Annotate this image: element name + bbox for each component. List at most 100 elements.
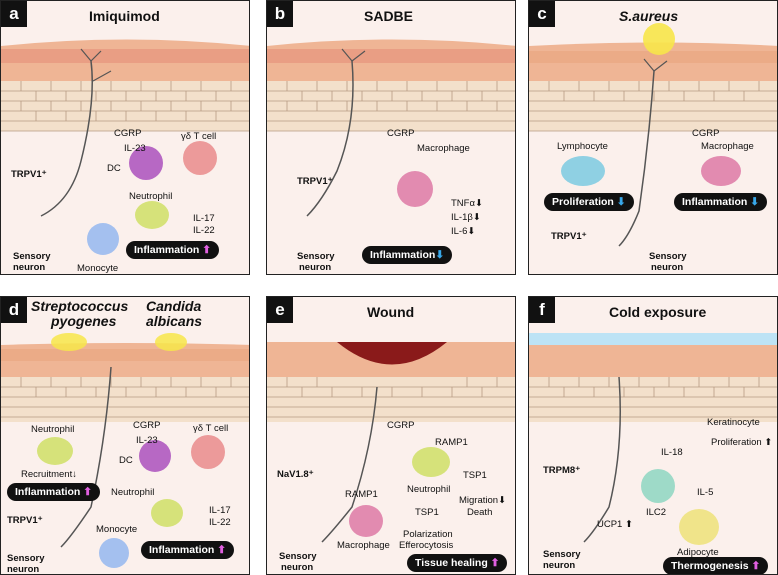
sensory-label: Sensory (13, 251, 51, 262)
panel-title: Imiquimod (89, 8, 160, 24)
neuron-label: neuron (281, 562, 314, 573)
proliferation-badge: Proliferation ⬇ (544, 193, 634, 211)
cgrp-label: CGRP (387, 420, 415, 431)
skin-illustration (267, 342, 515, 543)
lymphocyte-label: Lymphocyte (557, 141, 608, 152)
gdt-label: γδ T cell (181, 131, 217, 142)
sensory-label: Sensory (649, 251, 687, 262)
down-arrow-icon: ⬇ (750, 196, 760, 208)
inflammation-text: Inflammation (370, 249, 436, 261)
neutrophil-label: Neutrophil (129, 191, 173, 202)
monocyte-label: Monocyte (77, 263, 119, 274)
macrophage-label: Macrophage (337, 540, 390, 551)
inflammation-badge: Inflammation⬇ (362, 246, 453, 264)
panel-e: e Wound CGRP RAMP1 TSP1 NaV1.8⁺ Neutroph… (266, 296, 516, 575)
gd-t-cell (183, 141, 217, 175)
il23-label: IL-23 (124, 143, 146, 154)
sensory-label: Sensory (297, 251, 335, 262)
trpv1-label: TRPV1⁺ (11, 169, 47, 180)
macrophage-label: Macrophage (417, 143, 470, 154)
thermogenesis-badge: Thermogenesis ⬆ (663, 557, 769, 574)
down-arrow-icon: ⬇ (616, 196, 626, 208)
macrophage-cell (397, 171, 433, 207)
skin-illustration (529, 333, 777, 543)
ramp1-label-2: RAMP1 (345, 489, 378, 500)
neuron-label: neuron (651, 262, 684, 273)
death-label: Death (467, 507, 493, 518)
inflammation-text: Inflammation (134, 244, 200, 256)
sensory-label: Sensory (7, 553, 45, 564)
monocyte-cell (87, 223, 119, 255)
neuron-label: neuron (299, 262, 332, 273)
up-arrow-icon: ⬆ (751, 560, 761, 572)
trpv1-label: TRPV1⁺ (551, 231, 587, 242)
trpv1-label: TRPV1⁺ (7, 515, 43, 526)
neutrophil-cell (412, 447, 450, 477)
trpm8-label: TRPM8⁺ (543, 465, 581, 476)
sensory-label: Sensory (279, 551, 317, 562)
neutrophil-cell (37, 437, 73, 465)
up-arrow-icon: ⬆ (202, 244, 212, 256)
il22-label: IL-22 (209, 517, 231, 528)
macrophage-cell (349, 505, 383, 537)
macrophage-cell (701, 156, 741, 186)
tnfa-label: TNFα⬇ (451, 198, 483, 209)
nav18-label: NaV1.8⁺ (277, 469, 314, 480)
panel-b: b SADBE CGRP Macrophage TRPV1⁺ TNFα⬇ IL-… (266, 0, 516, 275)
up-arrow-icon: ⬆ (217, 544, 227, 556)
dc-label: DC (119, 455, 133, 466)
panel-letter: f (529, 297, 555, 323)
panel-a: a Imiquimod CGRP IL-23 DC γδ T cell TRPV… (0, 0, 250, 275)
panel-title: S.aureus (619, 8, 679, 24)
il17-label: IL-17 (209, 505, 231, 516)
ramp1-label-1: RAMP1 (435, 437, 468, 448)
macrophage-label: Macrophage (701, 141, 754, 152)
up-arrow-icon: ⬆ (490, 557, 500, 569)
tsp1-label-2: TSP1 (415, 507, 439, 518)
migration-label: Migration⬇ (459, 495, 507, 506)
trpv1-label: TRPV1⁺ (297, 176, 333, 187)
gdt-label: γδ T cell (193, 423, 229, 434)
dc-label: DC (107, 163, 121, 174)
dendritic-cell (139, 440, 171, 472)
neutrophil-label: Neutrophil (407, 484, 451, 495)
monocyte-label: Monocyte (96, 524, 138, 535)
adipocyte-cell (679, 509, 719, 545)
skin-illustration (1, 39, 249, 217)
panel-title: Cold exposure (609, 304, 707, 320)
proliferation-text: Proliferation (552, 196, 614, 208)
ilc2-label: ILC2 (646, 507, 667, 518)
tsp1-label-1: TSP1 (463, 470, 487, 481)
down-arrow-icon: ⬇ (435, 249, 445, 261)
up-arrow-icon: ⬆ (83, 486, 93, 498)
polarization-label: Polarization (403, 529, 453, 540)
neutrophil-label-2: Neutrophil (111, 487, 155, 498)
il23-label: IL-23 (136, 435, 158, 446)
ilc2-cell (641, 469, 675, 503)
cgrp-label: CGRP (114, 128, 142, 139)
neutrophil-label: Neutrophil (31, 424, 75, 435)
il6-label: IL-6⬇ (451, 226, 476, 237)
panel-f: f Cold exposure IL-18 Keratinocyte Proli… (528, 296, 778, 575)
neuron-label: neuron (7, 564, 40, 575)
panel-letter: d (1, 297, 27, 323)
sensory-label: Sensory (543, 549, 581, 560)
ucp1-label: UCP1 ⬆ (597, 519, 633, 530)
proliferation-label: Proliferation ⬆ (711, 437, 773, 448)
il17-label: IL-17 (193, 213, 215, 224)
panel-letter: e (267, 297, 293, 323)
gd-t-cell (191, 435, 225, 469)
healing-badge: Tissue healing ⬆ (407, 554, 508, 572)
inflammation-text: Inflammation (682, 196, 748, 208)
monocyte-cell (99, 538, 129, 568)
skin-illustration (1, 333, 249, 548)
panel-title: Wound (367, 304, 415, 320)
cgrp-label: CGRP (133, 420, 161, 431)
inflammation-badge-1: Inflammation ⬆ (7, 483, 101, 501)
cgrp-label: CGRP (692, 128, 720, 139)
inflammation-badge: Inflammation ⬇ (674, 193, 768, 211)
inflammation-badge-2: Inflammation ⬆ (141, 541, 235, 559)
